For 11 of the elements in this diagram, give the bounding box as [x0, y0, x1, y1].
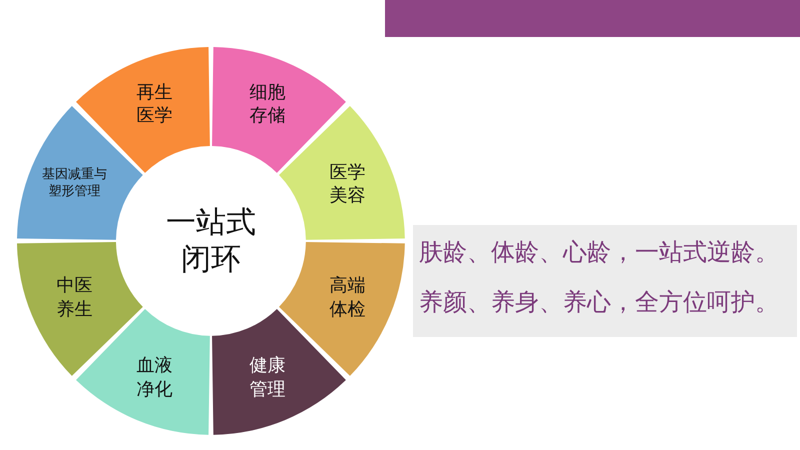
slogan-text: 养颜、养身、养心，全方位呵护。 — [419, 287, 779, 317]
segment-label: 医学美容 — [328, 160, 367, 208]
slogan-text: 肤龄、体龄、心龄，一站式逆龄。 — [419, 237, 779, 267]
segment-label: 基因减重与塑形管理 — [40, 167, 108, 202]
segment-label: 细胞存储 — [248, 80, 287, 128]
segment-label: 再生医学 — [135, 80, 174, 128]
segment-label: 中医养生 — [55, 274, 94, 321]
segment-label: 血液净化 — [135, 354, 174, 401]
segment-label: 健康管理 — [248, 354, 287, 401]
segment-label: 高端体检 — [328, 274, 367, 321]
center-label: 一站式闭环 — [165, 204, 257, 278]
